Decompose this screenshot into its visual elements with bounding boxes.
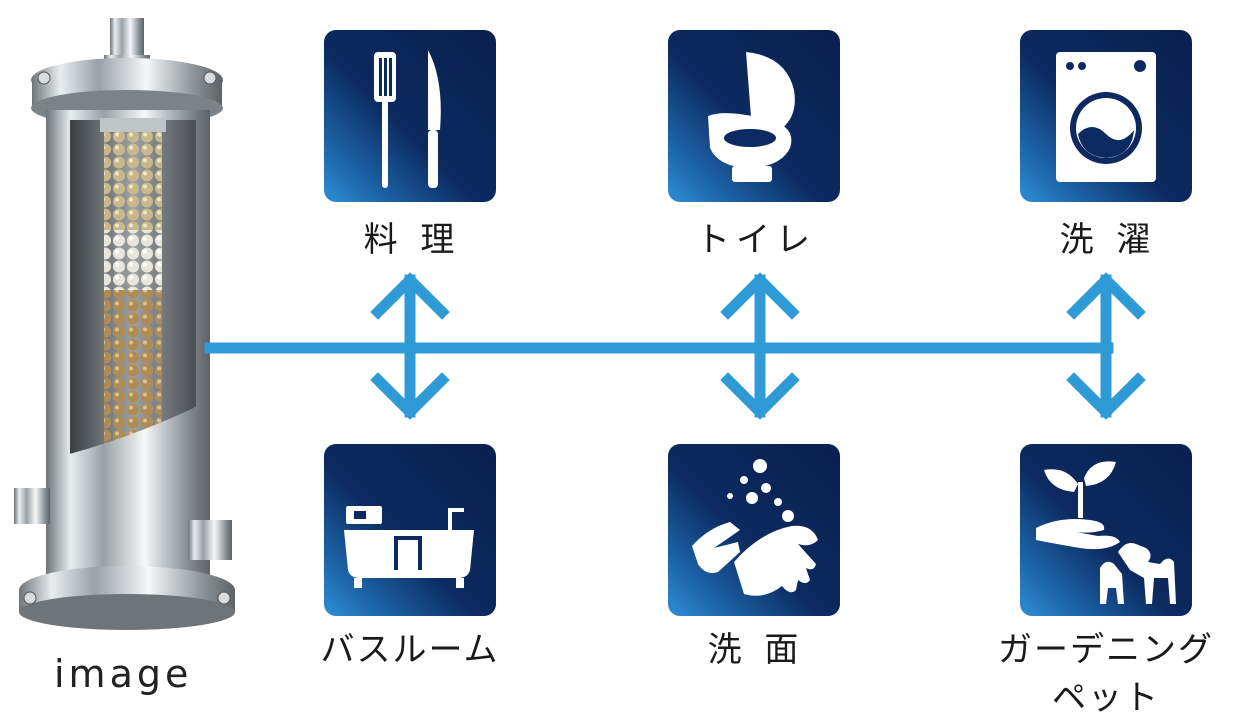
plant-and-pets-icon	[1036, 461, 1176, 604]
toilet-label: トイレ	[696, 220, 816, 260]
gardening-label-line2: ペット	[1052, 678, 1160, 718]
laundry-tile	[1020, 30, 1192, 202]
cooking-tile	[324, 30, 496, 202]
bathroom-tile	[324, 444, 496, 616]
hand-washing-icon	[692, 459, 818, 596]
bathroom-label: バスルーム	[320, 630, 500, 670]
gardening-tile	[1020, 444, 1192, 616]
washbasin-tile	[668, 444, 840, 616]
washing-machine-icon	[1056, 52, 1156, 182]
image-caption: image	[54, 652, 193, 696]
washbasin-label: 洗 面	[707, 630, 805, 670]
gardening-label-line1: ガーデニング	[998, 630, 1214, 670]
toilet-tile	[668, 30, 840, 202]
cooking-label: 料 理	[363, 220, 461, 260]
toilet-icon	[708, 52, 795, 182]
water-filter-image	[0, 0, 240, 640]
laundry-label: 洗 濯	[1059, 220, 1157, 260]
bathtub-icon	[344, 506, 474, 588]
kitchen-utensils-icon	[374, 50, 441, 188]
